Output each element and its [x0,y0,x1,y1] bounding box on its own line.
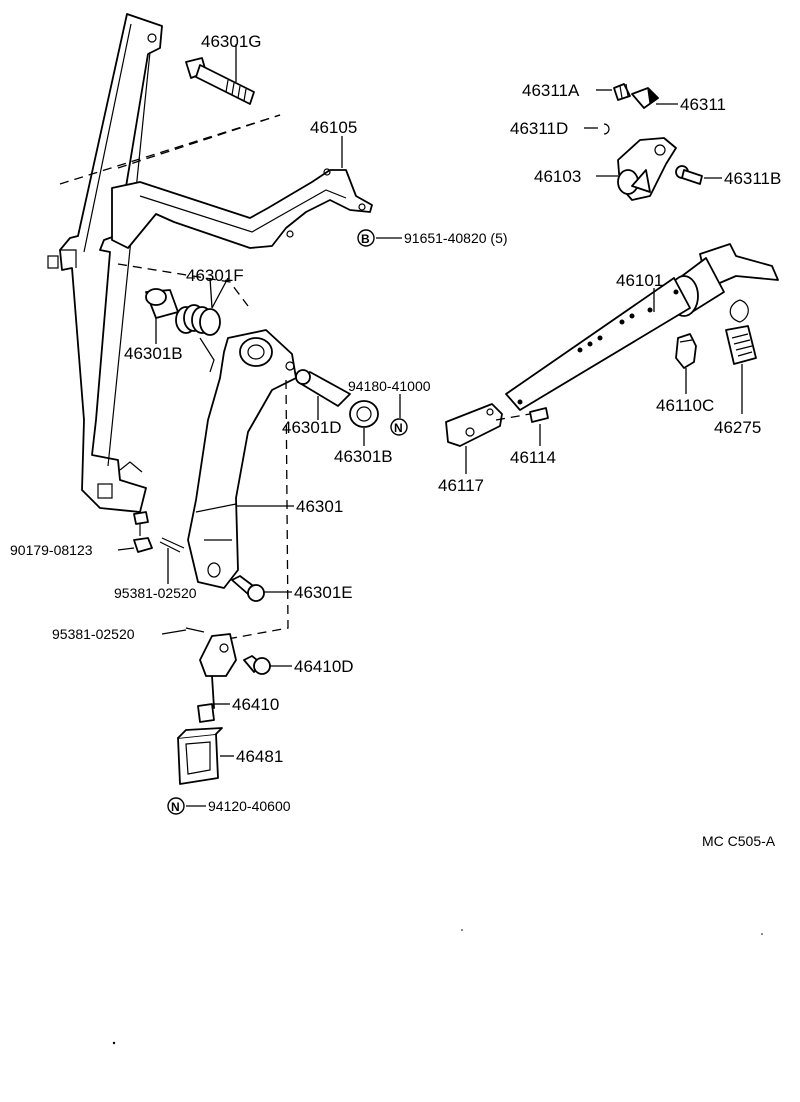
stand-bracket-drawing [47,13,163,513]
label-46103: 46103 [534,167,581,186]
leader-lines [117,44,743,807]
label-46301e: 46301E [294,583,353,602]
shaft-46101-drawing [505,243,779,411]
label-46301d: 46301D [282,418,342,437]
label-46311d: 46311D [510,119,568,138]
label-46481: 46481 [236,747,283,766]
spring-46301f-drawing [175,304,221,373]
bolt-46311b-drawing [675,165,703,185]
label-46301b-lower: 46301B [334,447,393,466]
label-46410d: 46410D [294,657,354,676]
cotter-pin-lower-drawing [185,627,205,633]
scan-speck-2 [461,929,463,931]
bushing-46301b-upper-drawing [145,288,179,319]
label-91651-40820: 91651-40820 (5) [404,230,508,246]
clip-46311d-drawing [603,123,610,135]
bolt-46301g-drawing [185,57,255,105]
pin-46114-drawing [529,407,549,423]
clevis-46410-drawing [197,633,237,723]
label-46311b: 46311B [724,169,781,188]
nut-90179-drawing [133,511,153,553]
label-46114: 46114 [510,448,556,467]
label-46301f: 46301F [186,266,244,285]
label-46275: 46275 [714,418,761,437]
label-46105: 46105 [310,118,357,137]
marker-n-upper-icon: N [390,418,408,436]
label-46110c: 46110C [656,396,714,415]
bracket-46105-drawing [111,168,373,249]
pedal-lever-46301-drawing [187,329,297,589]
marker-b-text: B [361,232,370,246]
switch-46481-drawing [177,727,223,785]
dash-guide-bolt-a [59,114,281,185]
label-46311: 46311 [680,95,726,114]
pin-46301d-drawing [295,369,351,407]
label-46301: 46301 [296,497,343,516]
bolt-46311-drawing [613,83,659,109]
marker-b-icon: B [357,229,375,247]
label-46410: 46410 [232,695,279,714]
label-46117: 46117 [438,476,484,495]
scan-speck-3 [761,933,763,935]
label-94120-40600: 94120-40600 [208,798,291,814]
label-46301b-upper: 46301B [124,344,183,363]
dash-guide-46114 [495,413,531,421]
label-90179-08123: 90179-08123 [10,542,93,558]
catalog-code: MC C505-A [702,833,776,849]
bracket-46103-drawing [617,137,677,201]
label-94180-41000: 94180-41000 [348,378,431,394]
label-46311a: 46311A [522,81,580,100]
clevis-pin-46301e-drawing [231,575,265,602]
bushing-46301b-lower-drawing [349,400,379,428]
dash-guide-46301f [117,263,249,307]
bulb-46110c-drawing [675,333,697,369]
label-95381-02520-lower: 95381-02520 [52,626,135,642]
cotter-pin-upper-drawing [159,537,185,553]
dash-guide-lever-right [221,379,289,641]
label-95381-02520-upper: 95381-02520 [114,585,197,601]
marker-n-upper-text: N [394,421,403,435]
marker-n-lower-text: N [171,800,180,814]
tag-46275-drawing [725,299,757,365]
scan-speck-1 [112,1041,116,1045]
label-46301g: 46301G [201,32,262,51]
lever-46117-drawing [445,403,503,447]
pin-46410d-drawing [243,655,271,675]
dash-guide-bolt-b [117,114,281,169]
marker-n-lower-icon: N [167,797,185,815]
label-46101: 46101 [616,271,663,290]
